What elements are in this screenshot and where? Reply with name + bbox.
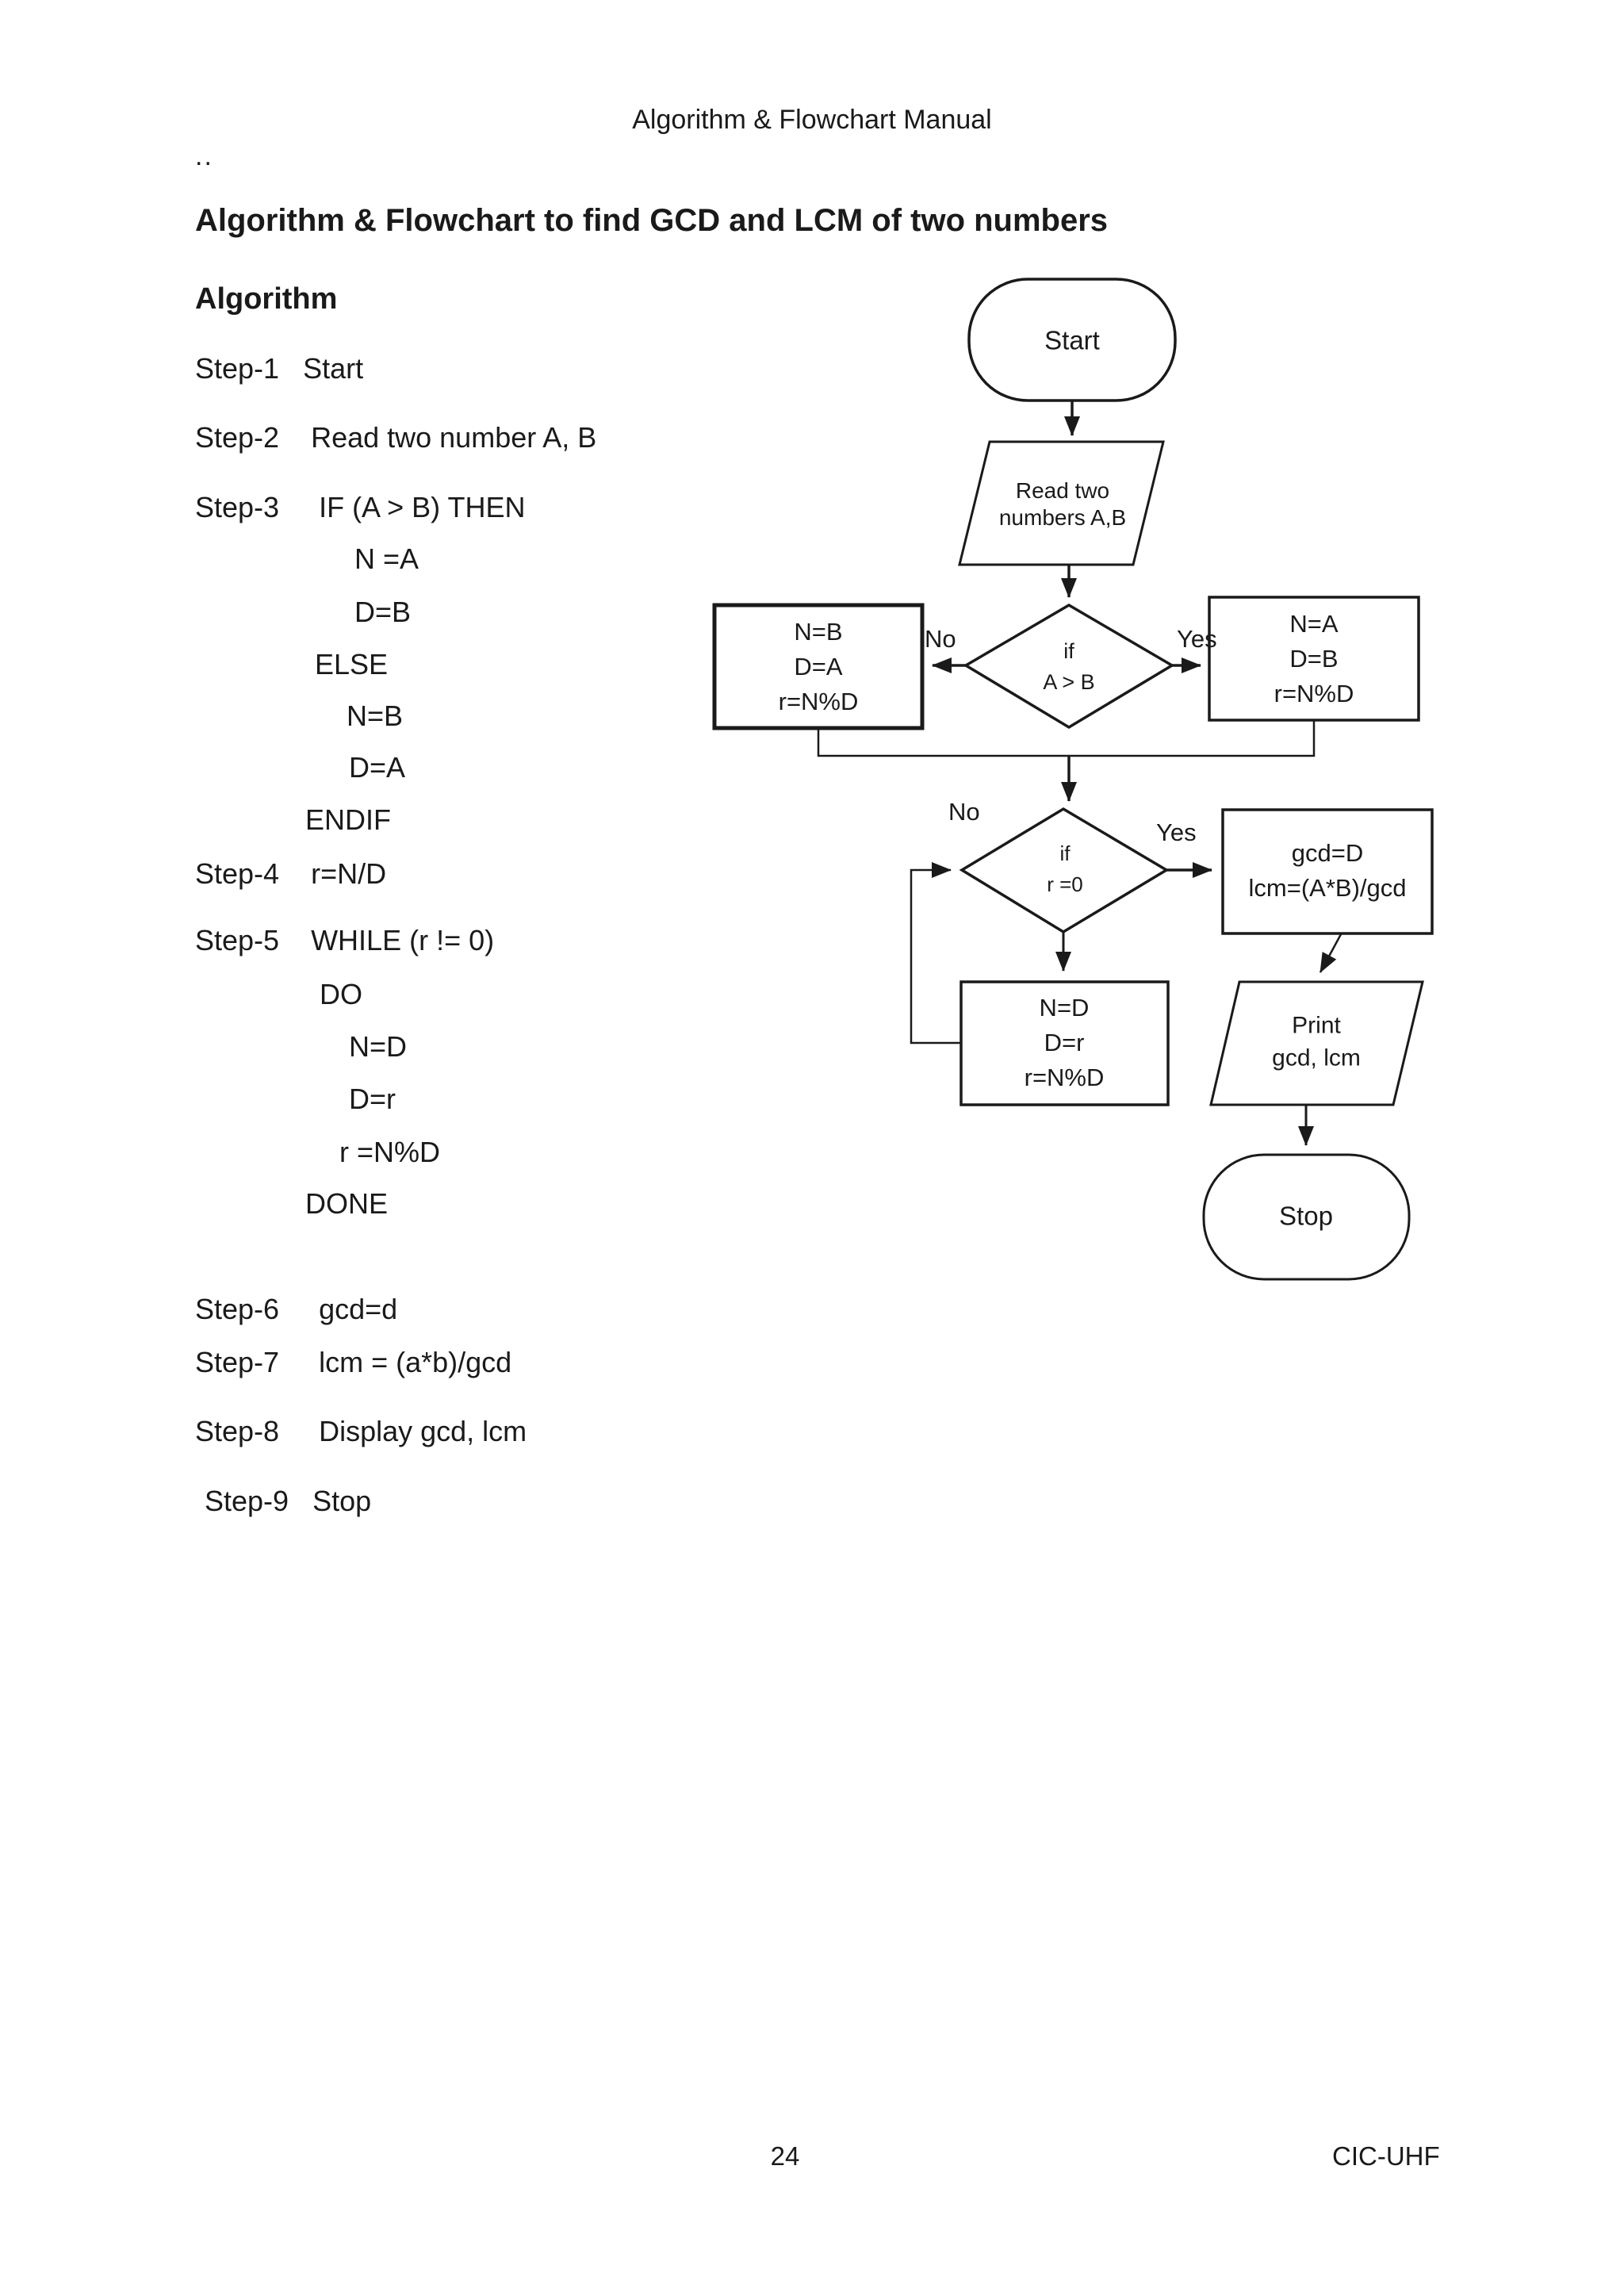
algorithm-line: Step-2 Read two number A, B	[195, 421, 597, 454]
stray-dots: ..	[195, 141, 213, 171]
loop-back-connector	[910, 862, 961, 1045]
algorithm-line: Step-5 WHILE (r != 0)	[195, 924, 495, 956]
algorithm-line: Step-8 Display gcd, lcm	[195, 1415, 527, 1447]
algorithm-line: r =N%D	[339, 1136, 441, 1168]
algorithm-line: DONE	[305, 1187, 389, 1220]
gcd-box-shape	[1221, 808, 1434, 935]
no-branch-box-label: N=B D=A r=N%D	[778, 617, 859, 716]
algorithm-line: Step-9 Stop	[205, 1485, 372, 1517]
stop-label: Stop	[1279, 1201, 1333, 1231]
yes-branch-box-label: N=A D=B r=N%D	[1274, 609, 1354, 708]
algorithm-line: Step-4 r=N/D	[195, 857, 387, 890]
algorithm-line: ELSE	[315, 648, 389, 680]
footer-org: CIC-UHF	[1332, 2141, 1440, 2171]
page-number: 24	[770, 2141, 800, 2171]
start-label: Start	[1044, 325, 1100, 355]
decision1-no-label: No	[925, 625, 956, 653]
start-terminator-shape	[967, 278, 1177, 402]
loop-box-label: N=D D=r r=N%D	[1024, 993, 1105, 1092]
algorithm-steps: Step-1 Start Step-2 Read two number A, B…	[0, 0, 714, 1586]
algorithm-line: DO	[320, 978, 362, 1010]
decision2-no-label: No	[948, 798, 980, 826]
print-output-shape	[1209, 980, 1424, 1106]
decision2-label: if r =0	[1047, 841, 1083, 896]
page-header: Algorithm & Flowchart Manual	[632, 105, 992, 135]
join-connector	[817, 721, 1316, 757]
algorithm-line: ENDIF	[305, 803, 391, 836]
decision1-label: if A > B	[1043, 638, 1095, 694]
algorithm-line: N=D	[349, 1030, 408, 1063]
section-heading: Algorithm	[195, 282, 338, 316]
read-label: Read two numbers A,B	[998, 477, 1127, 530]
decision1-shape	[963, 603, 1175, 730]
algorithm-line: D=r	[349, 1083, 396, 1115]
decision1-yes-label: Yes	[1177, 625, 1217, 653]
algorithm-line: N =A	[354, 542, 419, 575]
algorithm-line: Step-3 IF (A > B) THEN	[195, 491, 526, 523]
arrow-gcd-print	[1319, 933, 1342, 973]
algorithm-line: D=A	[349, 751, 406, 784]
algorithm-line: Step-7 lcm = (a*b)/gcd	[195, 1346, 512, 1378]
algorithm-line: N=B	[347, 700, 404, 732]
algorithm-line: Step-1 Start	[195, 352, 364, 385]
algorithm-line: Step-6 gcd=d	[195, 1293, 398, 1325]
read-input-shape	[958, 440, 1165, 566]
yes-branch-box-shape	[1208, 596, 1420, 722]
decision2-yes-label: Yes	[1156, 818, 1197, 846]
stop-terminator-shape	[1202, 1153, 1411, 1281]
gcd-box-label: gcd=D lcm=(A*B)/gcd	[1248, 838, 1407, 902]
algorithm-line: D=B	[354, 596, 412, 628]
print-label: Print gcd, lcm	[1272, 1012, 1361, 1071]
page-title: Algorithm & Flowchart to find GCD and LC…	[195, 203, 1109, 238]
